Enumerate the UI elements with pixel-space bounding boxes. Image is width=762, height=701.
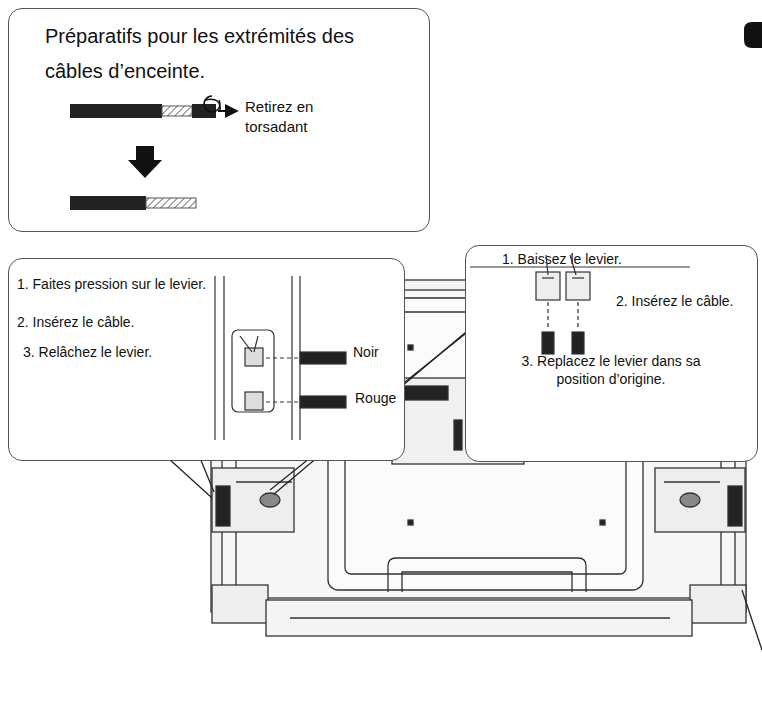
callout-box: 1. Faites pression sur le levier. 2. Insé… [8,258,405,461]
step-text: 3. Relâchez le levier. [23,343,223,361]
instruction-box: Préparatifs pour les extrémités des câbl… [8,8,430,232]
box-heading: Préparatifs pour les extrémités des câbl… [45,19,415,89]
step-text: 3. Replacez le levier dans sa position d… [506,352,716,388]
wire-color-label: Noir [353,343,403,361]
wire-color-label: Rouge [355,389,405,407]
callout-box: 1. Baissez le levier. 2. Insérez le câble… [465,245,758,462]
step-text: 1. Baissez le levier. [502,250,702,268]
step-text: 2. Insérez le câble. [616,292,756,310]
lever-terminal-illustration [470,255,690,354]
step-text: 1. Faites pression sur le levier. [17,275,217,293]
cable-strip-illustration [70,96,236,210]
push-terminal-illustration [215,276,346,440]
step-note: Retirez en torsadant [245,97,355,136]
step-text: 2. Insérez le câble. [17,313,217,331]
